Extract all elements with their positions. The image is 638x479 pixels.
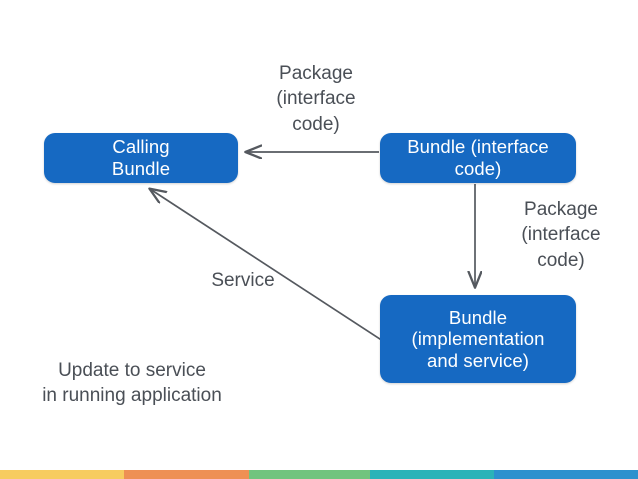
bottom-bar-segment-yellow <box>0 470 125 479</box>
bottom-bar-segment-teal <box>370 470 495 479</box>
node-bundle-interface-code[interactable]: Bundle (interface code) <box>380 133 576 183</box>
bottom-bar-segment-green <box>248 470 371 479</box>
label-update-to-service: Update to service in running application <box>42 360 222 407</box>
node-calling-bundle[interactable]: Calling Bundle <box>44 133 238 183</box>
node-bundle-implementation-and-service[interactable]: Bundle (implementation and service) <box>380 295 576 383</box>
label-package-interface-code-right: Package (interface code) <box>521 199 601 271</box>
bottom-color-bar <box>0 470 638 479</box>
bottom-bar-segment-blue <box>494 470 638 479</box>
arrow-implementation-to-calling <box>150 189 387 344</box>
bottom-bar-segment-orange <box>124 470 249 479</box>
label-service: Service <box>211 270 275 291</box>
label-package-interface-code-top: Package (interface code) <box>276 63 356 135</box>
